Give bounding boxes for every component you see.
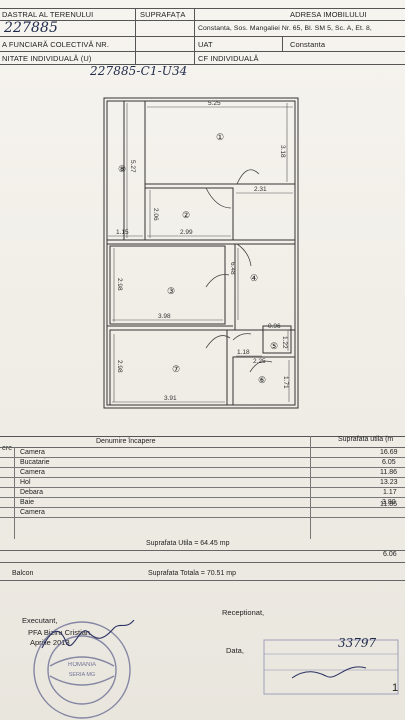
cf-individual-label: CF INDIVIDUALĂ <box>198 54 259 63</box>
uat-label: UAT <box>198 40 213 49</box>
legend-room-area: 11.85 <box>380 501 397 508</box>
room-label-1: ① <box>216 132 224 142</box>
dimension-3-98: 3.98 <box>158 313 171 320</box>
legend-left-header: ere <box>2 445 13 452</box>
executant-label: Executant, <box>22 616 58 625</box>
reception-stamp <box>263 639 399 695</box>
individual-unit-label: NITATE INDIVIDUALĂ (U) <box>2 54 92 63</box>
svg-text:SERIA MG: SERIA MG <box>69 672 96 678</box>
legend-room-area: 3.80 <box>382 499 396 506</box>
receptionat-label: Receptionat, <box>222 608 265 617</box>
unit-handwritten-code: 227885-C1-U34 <box>90 64 188 78</box>
room-label-8: ⑧ <box>118 164 126 174</box>
dimension-3-18: 3.18 <box>279 145 286 158</box>
total-area: Suprafata Totala = 70.51 mp <box>148 570 237 577</box>
legend-room-name: Baie <box>20 499 35 506</box>
legend-row: Camera 11.85 <box>0 501 405 518</box>
room-label-3: ③ <box>167 286 175 296</box>
dimension-2-06: 2.06 <box>152 208 159 221</box>
legend-row: Debara 1.17 <box>0 488 405 498</box>
legend-area-header: Suprafata utila (m <box>338 436 394 443</box>
room-label-2: ② <box>182 210 190 220</box>
legend-row: Camera 16.69 <box>0 448 405 458</box>
legend-room-area: 11.86 <box>380 469 397 476</box>
legend-row: Camera 11.86 <box>0 468 405 478</box>
collective-land-book-label: A FUNCIARĂ COLECTIVĂ NR. <box>2 40 110 49</box>
document-header: DASTRAL AL TERENULUI SUPRAFAȚA ADRESA IM… <box>0 0 405 78</box>
uat-value: Constanta <box>290 40 326 49</box>
balcony-area: 6.06 <box>383 551 397 558</box>
dimension-1-71: 1.71 <box>282 376 289 389</box>
cadastral-number: 227885 <box>4 20 59 36</box>
dimension-1-15: 1.15 <box>116 229 129 236</box>
dimension-1-22: 1.22 <box>281 336 288 349</box>
legend-room-name: Debara <box>20 489 43 496</box>
dimension-6-48: 6.48 <box>229 262 236 275</box>
legend-row: Bucatarie 6.05 <box>0 458 405 468</box>
dimension-1-18: 1.18 <box>237 349 250 356</box>
legend-room-name: Hol <box>20 479 31 486</box>
room-label-5: ⑤ <box>270 341 278 351</box>
dimension-2-98-lower: 2.98 <box>116 360 123 373</box>
floor-plan: ① ② ③ ④ ⑤ ⑥ ⑦ ⑧ 5.25 3.18 5.27 2.31 2.06… <box>103 97 299 409</box>
reception-stamp-number: 33797 <box>338 636 377 650</box>
cadastral-terrain-label: DASTRAL AL TERENULUI <box>2 10 94 19</box>
signature-section: Executant, PFA Biziru Cristian Aprilie 2… <box>0 596 405 720</box>
dimension-2-99: 2.99 <box>180 229 193 236</box>
balcony-label: Balcon <box>12 570 34 577</box>
official-stamp: ROMANIA SERIA MG <box>33 621 131 719</box>
svg-text:ROMANIA: ROMANIA <box>68 662 96 668</box>
legend-room-area: 6.05 <box>382 459 396 466</box>
dimension-2-25: 2.25 <box>253 358 266 365</box>
area-label: SUPRAFAȚA <box>140 10 186 19</box>
legend-row: Hol 13.23 <box>0 478 405 488</box>
address-value: Constanta, Sos. Mangaliei Nr. 65, Bl. SM… <box>198 25 372 32</box>
dimension-0-96: 0.96 <box>268 323 281 330</box>
room-label-7: ⑦ <box>172 364 180 374</box>
rooms-legend-table: ere Denumire încapere Suprafata utila (m… <box>0 436 405 596</box>
legend-room-name: Camera <box>20 449 45 456</box>
date-label: Data, <box>226 646 244 655</box>
dimension-5-25: 5.25 <box>208 100 221 107</box>
legend-room-name: Bucatarie <box>20 459 50 466</box>
dimension-2-31: 2.31 <box>254 186 267 193</box>
legend-room-area: 1.17 <box>383 489 397 496</box>
dimension-2-98-upper: 2.98 <box>116 278 123 291</box>
legend-room-name: Camera <box>20 469 45 476</box>
dimension-5-27: 5.27 <box>129 160 136 173</box>
legend-row: Baie 3.80 <box>0 498 405 508</box>
executant-signature <box>41 620 135 649</box>
legend-room-area: 16.69 <box>380 449 398 456</box>
legend-room-name: Camera <box>20 509 45 516</box>
dimension-3-91: 3.91 <box>164 395 177 402</box>
room-label-6: ⑥ <box>258 375 266 385</box>
executant-name: PFA Biziru Cristian <box>28 628 91 637</box>
executant-date: Aprilie 2013 <box>30 638 70 647</box>
legend-name-header: Denumire încapere <box>96 438 156 445</box>
legend-room-area: 13.23 <box>380 479 398 486</box>
total-useful-area: Suprafata Utila = 64.45 mp <box>146 540 230 547</box>
page-corner-number: 1 <box>392 682 399 694</box>
room-label-4: ④ <box>250 273 258 283</box>
address-label: ADRESA IMOBILULUI <box>290 10 367 19</box>
